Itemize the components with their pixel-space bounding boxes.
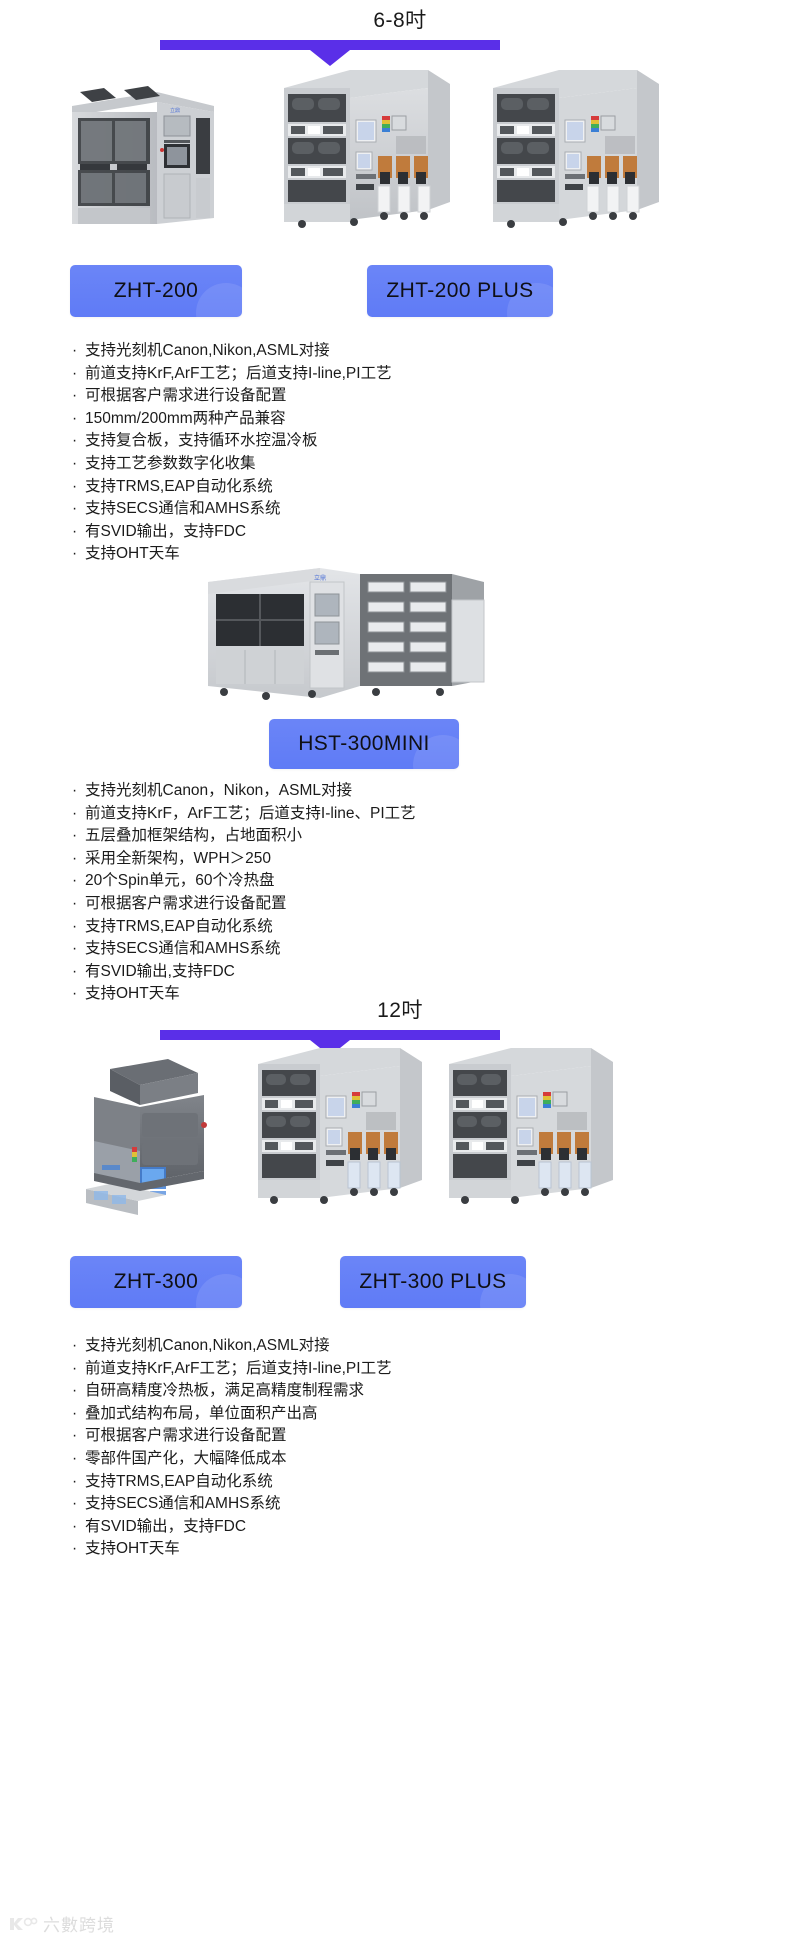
- spec-item: 支持TRMS,EAP自动化系统: [72, 916, 772, 939]
- six-data-logo-icon: [8, 1915, 38, 1933]
- machine-image-zht-300-plus-b: [443, 1040, 618, 1215]
- divider-bar: [160, 1030, 500, 1040]
- product-label-zht-300-plus[interactable]: ZHT-300 PLUS: [340, 1256, 526, 1308]
- product-label-zht-200[interactable]: ZHT-200: [70, 265, 242, 317]
- spec-item: 支持光刻机Canon，Nikon，ASML对接: [72, 780, 772, 803]
- spec-item: 有SVID输出，支持FDC: [72, 521, 772, 544]
- section-divider-bar-1: [0, 40, 800, 66]
- divider-bar: [160, 40, 500, 50]
- machine-image-zht-200-plus-b: [487, 60, 667, 235]
- spec-item: 支持TRMS,EAP自动化系统: [72, 476, 772, 499]
- product-label-hst-300mini[interactable]: HST-300MINI: [269, 719, 459, 769]
- section-title-3: 12吋: [377, 999, 423, 1022]
- hst-300mini-illustration: 立鼎: [208, 568, 485, 700]
- section-header-1: 6-8吋: [0, 8, 800, 66]
- spec-item: 支持OHT天车: [72, 543, 772, 566]
- spec-item: 支持工艺参数数字化收集: [72, 453, 772, 476]
- machine-image-zht-300-plus-a: [252, 1040, 427, 1215]
- spec-item: 支持OHT天车: [72, 1538, 772, 1561]
- zht-300-plus-illustration-a: [258, 1048, 422, 1204]
- zht-300-plus-illustration-b: [449, 1048, 613, 1204]
- spec-item: 支持OHT天车: [72, 983, 772, 1006]
- spec-item: 可根据客户需求进行设备配置: [72, 1425, 772, 1448]
- spec-item: 前道支持KrF,ArF工艺；后道支持I-line,PI工艺: [72, 363, 772, 386]
- product-label-text: ZHT-300 PLUS: [359, 1270, 507, 1293]
- svg-text:立鼎: 立鼎: [170, 107, 180, 114]
- machine-image-hst-300mini: 立鼎: [200, 560, 500, 720]
- spec-item: 可根据客户需求进行设备配置: [72, 893, 772, 916]
- spec-item: 支持TRMS,EAP自动化系统: [72, 1471, 772, 1494]
- spec-item: 有SVID输出,支持FDC: [72, 961, 772, 984]
- spec-item: 支持光刻机Canon,Nikon,ASML对接: [72, 1335, 772, 1358]
- spec-item: 150mm/200mm两种产品兼容: [72, 408, 772, 431]
- spec-item: 前道支持KrF,ArF工艺；后道支持I-line,PI工艺: [72, 1358, 772, 1381]
- spec-item: 五层叠加框架结构，占地面积小: [72, 825, 772, 848]
- zht-200-plus-illustration-a: [284, 70, 450, 228]
- product-label-zht-200-plus[interactable]: ZHT-200 PLUS: [367, 265, 553, 317]
- machine-image-zht-300: [80, 1055, 225, 1220]
- spec-item: 零部件国产化，大幅降低成本: [72, 1448, 772, 1471]
- machine-image-zht-200-plus-a: [278, 60, 458, 235]
- spec-item: 采用全新架构，WPH＞250: [72, 848, 772, 871]
- machine-image-zht-200: 立鼎: [62, 78, 232, 233]
- spec-item: 支持SECS通信和AMHS系统: [72, 938, 772, 961]
- spec-list-section-2: 支持光刻机Canon，Nikon，ASML对接 前道支持KrF，ArF工艺；后道…: [72, 780, 772, 1006]
- zht-200-plus-illustration-b: [493, 70, 659, 228]
- product-label-text: ZHT-200 PLUS: [386, 279, 534, 302]
- product-label-text: ZHT-300: [113, 1270, 199, 1293]
- product-label-text: HST-300MINI: [298, 732, 430, 755]
- spec-item: 自研高精度冷热板，满足高精度制程需求: [72, 1380, 772, 1403]
- spec-item: 支持复合板，支持循环水控温冷板: [72, 430, 772, 453]
- spec-item: 支持SECS通信和AMHS系统: [72, 1493, 772, 1516]
- product-label-text: ZHT-200: [113, 279, 199, 302]
- spec-item: 20个Spin单元，60个冷热盘: [72, 870, 772, 893]
- section-title-1: 6-8吋: [373, 9, 427, 32]
- watermark: 六數跨境: [8, 1911, 115, 1936]
- watermark-text: 六數跨境: [43, 1916, 115, 1936]
- spec-item: 叠加式结构布局，单位面积产出高: [72, 1403, 772, 1426]
- svg-text:立鼎: 立鼎: [314, 574, 326, 582]
- spec-item: 支持SECS通信和AMHS系统: [72, 498, 772, 521]
- zht-200-illustration: 立鼎: [72, 86, 214, 224]
- zht-300-illustration: [86, 1059, 207, 1215]
- spec-list-section-1: 支持光刻机Canon,Nikon,ASML对接 前道支持KrF,ArF工艺；后道…: [72, 340, 772, 566]
- spec-list-section-3: 支持光刻机Canon,Nikon,ASML对接 前道支持KrF,ArF工艺；后道…: [72, 1335, 772, 1561]
- product-label-zht-300[interactable]: ZHT-300: [70, 1256, 242, 1308]
- spec-item: 有SVID输出，支持FDC: [72, 1516, 772, 1539]
- spec-item: 可根据客户需求进行设备配置: [72, 385, 772, 408]
- divider-arrow-icon: [310, 50, 350, 66]
- spec-item: 前道支持KrF，ArF工艺；后道支持I-line、PI工艺: [72, 803, 772, 826]
- spec-item: 支持光刻机Canon,Nikon,ASML对接: [72, 340, 772, 363]
